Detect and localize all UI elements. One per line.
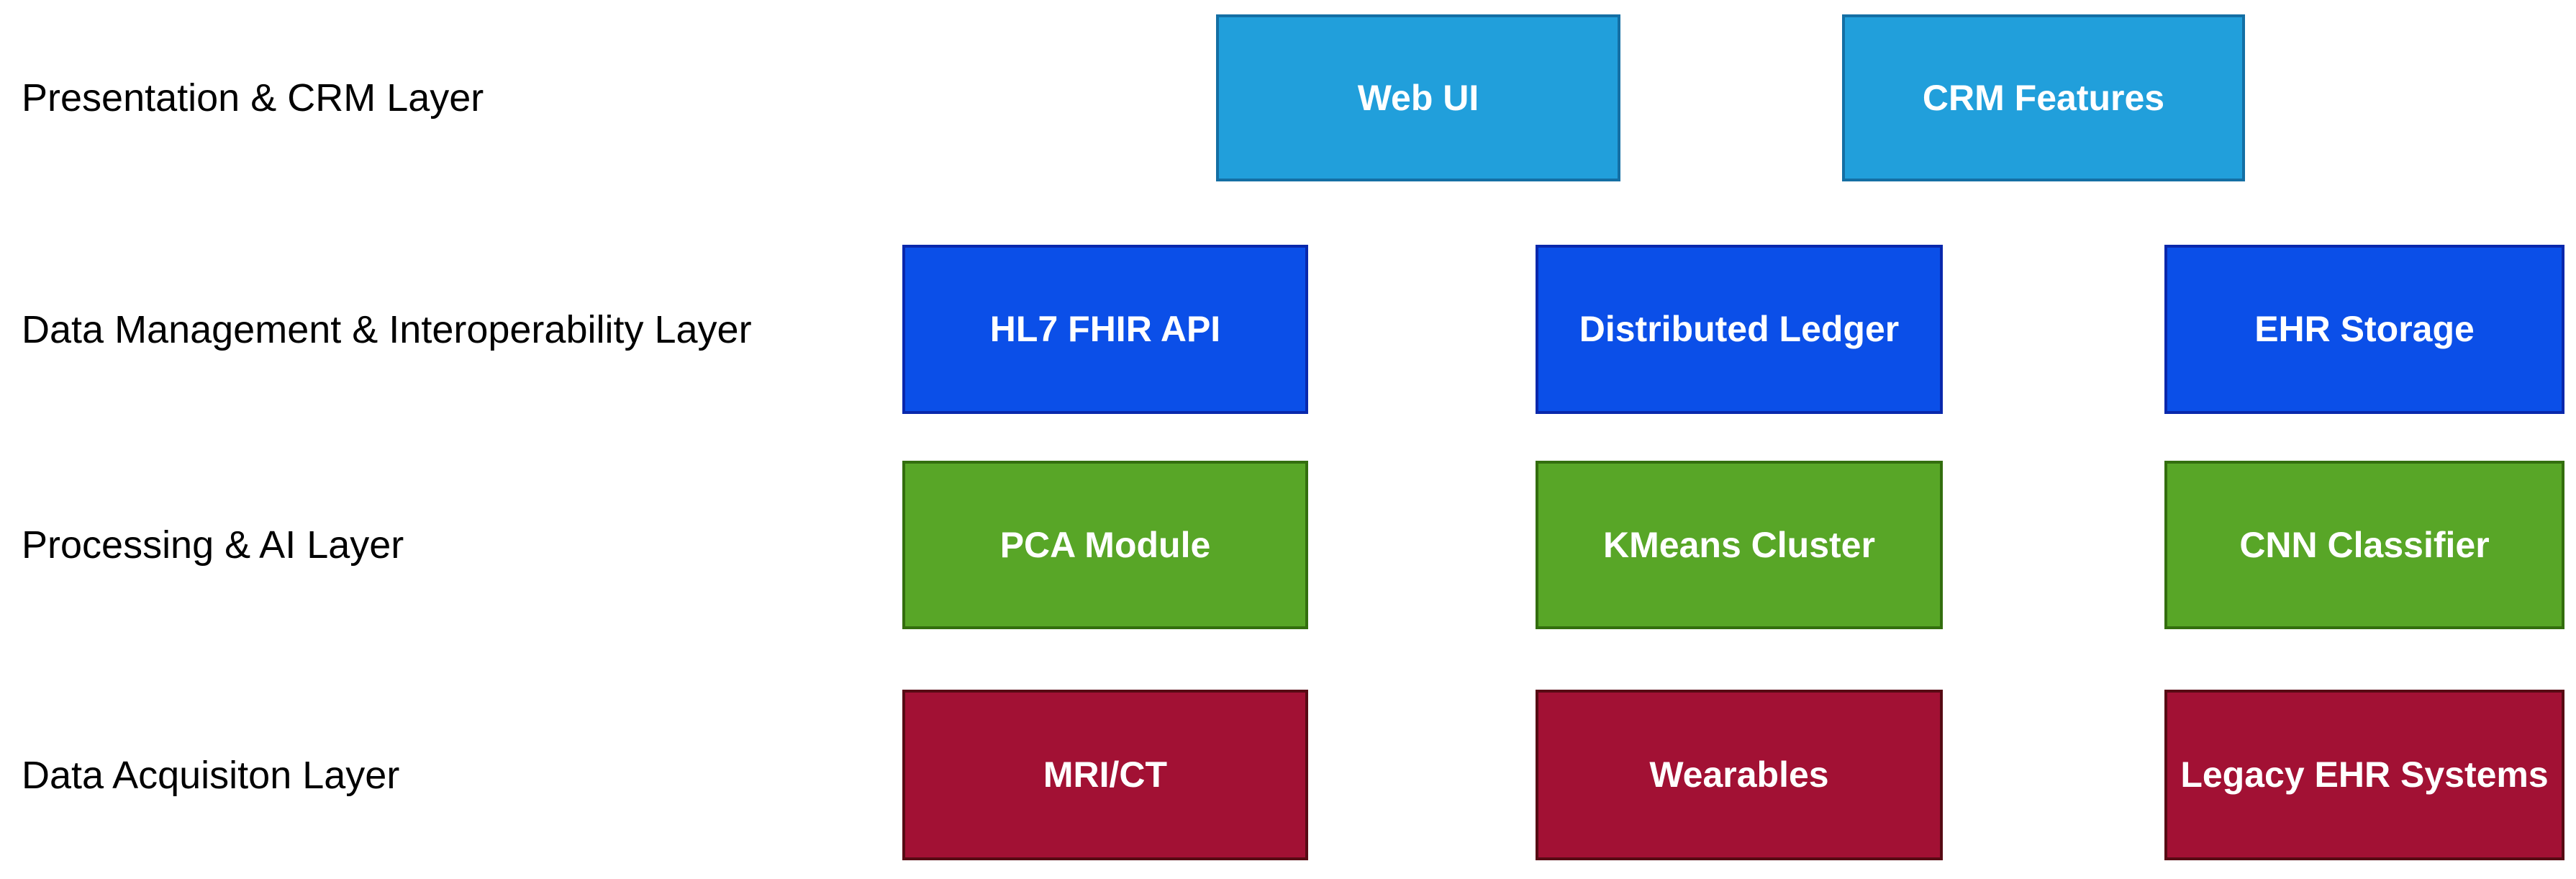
node-pca-module: PCA Module: [902, 461, 1308, 629]
node-kmeans-cluster: KMeans Cluster: [1536, 461, 1943, 629]
node-hl7-fhir-api: HL7 FHIR API: [902, 245, 1308, 414]
node-mri-ct: MRI/CT: [902, 690, 1308, 860]
node-wearables: Wearables: [1536, 690, 1943, 860]
layer-label-data-management-interoperability: Data Management & Interoperability Layer: [22, 308, 752, 351]
node-web-ui: Web UI: [1216, 14, 1620, 181]
node-cnn-classifier: CNN Classifier: [2164, 461, 2564, 629]
node-distributed-ledger: Distributed Ledger: [1536, 245, 1943, 414]
layer-label-data-acquisition: Data Acquisiton Layer: [22, 754, 400, 797]
node-ehr-storage: EHR Storage: [2164, 245, 2564, 414]
layer-label-presentation-crm: Presentation & CRM Layer: [22, 76, 484, 120]
layer-label-processing-ai: Processing & AI Layer: [22, 523, 404, 567]
node-legacy-ehr-systems: Legacy EHR Systems: [2164, 690, 2564, 860]
node-crm-features: CRM Features: [1842, 14, 2245, 181]
